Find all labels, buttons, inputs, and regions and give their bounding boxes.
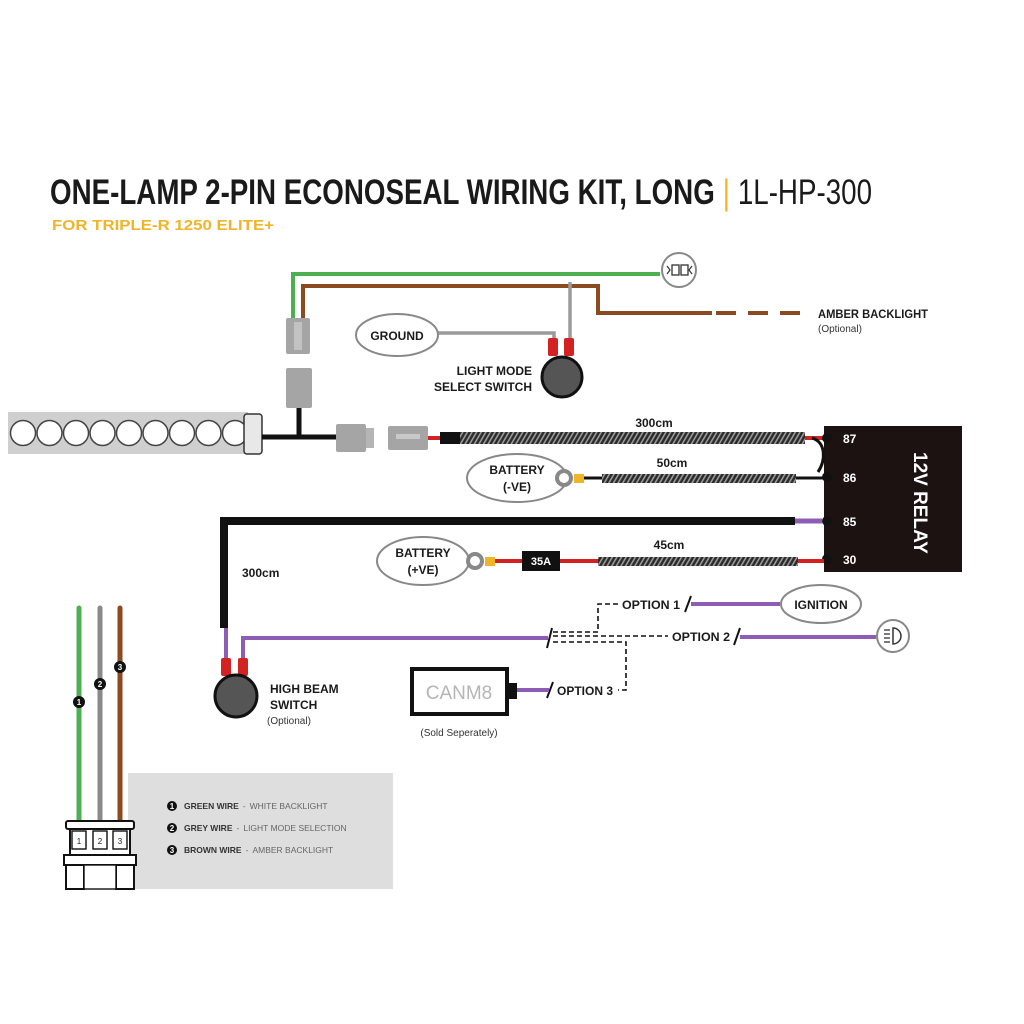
ignition-callout: IGNITION (780, 584, 862, 624)
legend-wire: GREY WIRE (184, 823, 233, 833)
high-beam-switch[interactable] (213, 658, 259, 719)
main-harness (262, 424, 824, 452)
battery-negative-callout: BATTERY (-VE) (466, 453, 568, 503)
harness-length-label: 300cm (635, 416, 672, 430)
light-bar (8, 412, 263, 455)
wire-marker-3: 3 (118, 663, 123, 672)
relay: 87 86 85 30 12V RELAY (822, 426, 962, 572)
pin-label-2: 2 (98, 837, 103, 846)
light-bar-lamp (115, 419, 143, 447)
page-title: ONE-LAMP 2-PIN ECONOSEAL WIRING KIT, LON… (50, 173, 715, 212)
high-beam-switch-label-1: HIGH BEAM (270, 682, 339, 696)
light-bar-lamp (62, 419, 90, 447)
legend-function: WHITE BACKLIGHT (250, 801, 328, 811)
wire-marker-2: 2 (98, 680, 103, 689)
legend-wire: BROWN WIRE (184, 845, 242, 855)
relay-pin-86: 86 (843, 471, 857, 485)
page-subtitle: FOR TRIPLE-R 1250 ELITE+ (52, 217, 274, 234)
canm8-note: (Sold Seperately) (420, 728, 497, 739)
fuse-label: 35A (531, 556, 551, 568)
legend-text: BROWN WIRE-AMBER BACKLIGHT (184, 845, 333, 855)
ignition-label: IGNITION (794, 598, 847, 612)
relay-pin-85: 85 (843, 515, 857, 529)
battery-positive-callout: BATTERY (+VE) (376, 536, 470, 586)
switch-wire (220, 517, 822, 660)
header: ONE-LAMP 2-PIN ECONOSEAL WIRING KIT, LON… (50, 173, 872, 234)
option-2-label: OPTION 2 (672, 630, 730, 644)
option-1-label: OPTION 1 (622, 598, 680, 612)
page-title-line: ONE-LAMP 2-PIN ECONOSEAL WIRING KIT, LON… (50, 173, 872, 212)
battery-pos-label-2: (+VE) (407, 563, 438, 577)
battery-neg-label-1: BATTERY (489, 463, 544, 477)
light-bar-lamp (195, 419, 222, 447)
pin-label-1: 1 (77, 837, 82, 846)
power-wire-length-label: 45cm (654, 538, 685, 552)
legend-dash: - (237, 823, 240, 833)
wire-marker-1: 1 (77, 698, 82, 707)
legend-text: GREY WIRE-LIGHT MODE SELECTION (184, 823, 347, 833)
light-bar-lamp (142, 419, 169, 447)
battery-neg-label-2: (-VE) (503, 480, 531, 494)
light-bar-lamp (9, 419, 37, 447)
lamp-backlight-icon (661, 252, 697, 288)
battery-pos-label-1: BATTERY (395, 546, 450, 560)
legend-number: 2 (170, 824, 175, 833)
legend-number: 3 (170, 846, 175, 855)
power-wire-45cm: 35A (466, 551, 824, 571)
grey-wire-ground (438, 331, 556, 340)
legend-dash: - (246, 845, 249, 855)
legend-text: GREEN WIRE-WHITE BACKLIGHT (184, 801, 328, 811)
legend-wire: GREEN WIRE (184, 801, 239, 811)
high-beam-switch-label-2: SWITCH (270, 698, 317, 712)
legend-item: 3 BROWN WIRE-AMBER BACKLIGHT (167, 845, 333, 855)
light-bar-lamps (9, 419, 249, 447)
part-number: 1L-HP-300 (738, 173, 872, 212)
light-mode-switch-label-2: SELECT SWITCH (434, 380, 532, 394)
amber-backlight-label: AMBER BACKLIGHT (818, 307, 929, 321)
ring-terminal (466, 552, 484, 570)
light-mode-select-switch[interactable] (540, 338, 584, 399)
ring-terminal (555, 469, 573, 487)
relay-pin-30: 30 (843, 553, 857, 567)
relay-jumper (811, 436, 825, 473)
canm8-label: CANM8 (426, 683, 493, 704)
backlight-wires (291, 272, 810, 340)
relay-pin-87: 87 (843, 432, 857, 446)
legend-number: 1 (170, 802, 175, 811)
wire-legend: 1 GREEN WIRE-WHITE BACKLIGHT 2 GREY WIRE… (167, 801, 347, 855)
pin-label-3: 3 (118, 837, 123, 846)
three-pin-connector: 1 2 3 1 2 3 (63, 605, 137, 890)
amber-backlight-note: (Optional) (818, 324, 862, 335)
legend-item: 2 GREY WIRE-LIGHT MODE SELECTION (167, 823, 347, 833)
trigger-options (517, 595, 876, 699)
light-bar-lamp (89, 419, 116, 447)
light-bar-lamp (36, 419, 63, 447)
title-separator: | (723, 173, 730, 212)
brown-wire (301, 284, 712, 320)
high-beam-icon (876, 619, 910, 653)
ground-wire-length-label: 50cm (657, 456, 688, 470)
ground-wire-50cm (555, 469, 824, 487)
legend-item: 1 GREEN WIRE-WHITE BACKLIGHT (167, 801, 328, 811)
connector-plug-bottom (286, 368, 312, 408)
light-mode-switch-label-1: LIGHT MODE (457, 364, 532, 378)
relay-body (824, 426, 962, 572)
ground-label: GROUND (370, 329, 424, 343)
high-beam-switch-note: (Optional) (267, 716, 311, 727)
legend-function: AMBER BACKLIGHT (252, 845, 333, 855)
canm8-module: CANM8 (Sold Seperately) (410, 667, 517, 739)
green-wire (291, 272, 660, 320)
legend-dash: - (243, 801, 246, 811)
light-bar-lamp (168, 419, 196, 447)
harness-plug-female (336, 424, 366, 452)
light-bar-end-cap (243, 413, 263, 455)
relay-name: 12V RELAY (909, 452, 930, 554)
fuse-35a (522, 551, 560, 571)
switch-wire-length-label: 300cm (242, 566, 279, 580)
legend-function: LIGHT MODE SELECTION (243, 823, 346, 833)
option-3-label: OPTION 3 (557, 684, 613, 698)
ground-callout: GROUND (355, 313, 439, 357)
harness-braid-300cm (460, 432, 805, 444)
backlight-connector (286, 318, 312, 436)
